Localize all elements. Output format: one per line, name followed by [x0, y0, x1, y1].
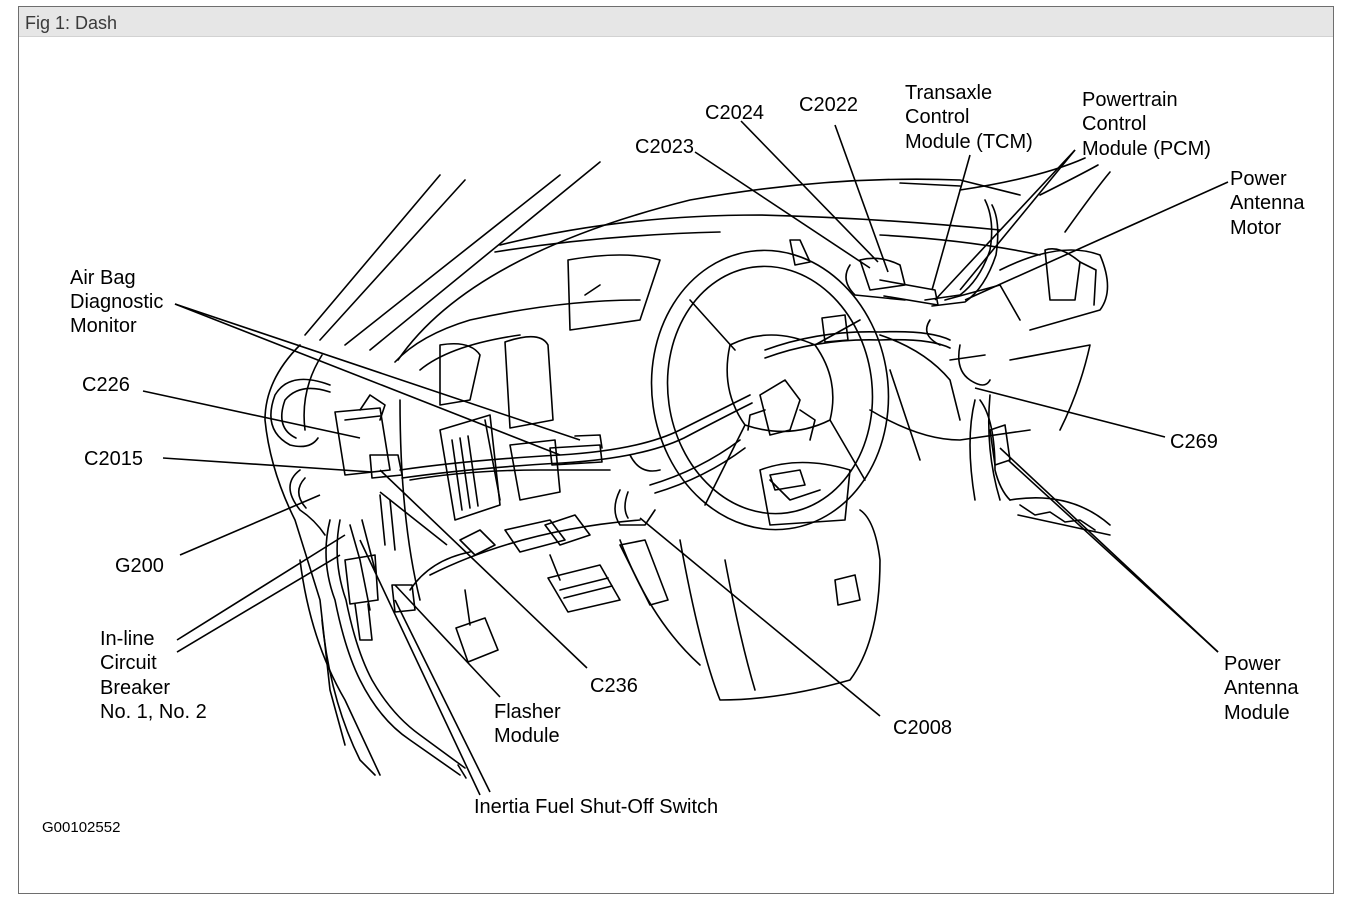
- label-antenna-module-line-3: Module: [1224, 702, 1290, 724]
- label-air-bag-line-1: Air Bag: [70, 267, 136, 289]
- label-c2024: C2024: [705, 102, 764, 124]
- label-c2015: C2015: [84, 448, 143, 470]
- label-pcm-line-3: Module (PCM): [1082, 138, 1211, 160]
- figure-frame: Fig 1: Dash: [18, 6, 1334, 894]
- label-c269: C269: [1170, 431, 1218, 453]
- label-antenna-motor-line-1: Power: [1230, 168, 1287, 190]
- label-c226: C226: [82, 374, 130, 396]
- label-flasher-line-1: Flasher: [494, 701, 561, 723]
- figure-caption: Fig 1: Dash: [25, 13, 118, 33]
- label-circuit-breaker-line-1: In-line: [100, 628, 154, 650]
- label-c2008: C2008: [893, 717, 952, 739]
- label-air-bag-line-2: Diagnostic: [70, 291, 163, 313]
- label-air-bag-line-3: Monitor: [70, 315, 137, 337]
- label-inertia-switch: Inertia Fuel Shut-Off Switch: [474, 796, 718, 818]
- label-tcm-line-3: Module (TCM): [905, 131, 1033, 153]
- label-tcm-line-1: Transaxle: [905, 82, 992, 104]
- caption-bar: Fig 1: Dash: [19, 7, 1333, 37]
- label-c2023: C2023: [635, 136, 694, 158]
- label-pcm-line-1: Powertrain: [1082, 89, 1178, 111]
- label-pcm-line-2: Control: [1082, 113, 1146, 135]
- label-c2022: C2022: [799, 94, 858, 116]
- label-g200: G200: [115, 555, 164, 577]
- label-circuit-breaker-line-4: No. 1, No. 2: [100, 701, 207, 723]
- label-antenna-module-line-1: Power: [1224, 653, 1281, 675]
- figure-code: G00102552: [42, 819, 120, 836]
- dashboard-drawing: [264, 157, 1111, 776]
- component-labels: Air Bag Diagnostic Monitor C226 C2015 G2…: [42, 82, 1305, 836]
- label-circuit-breaker-line-2: Circuit: [100, 652, 157, 674]
- label-circuit-breaker-line-3: Breaker: [100, 677, 170, 699]
- label-antenna-motor-line-3: Motor: [1230, 217, 1281, 239]
- label-antenna-motor-line-2: Antenna: [1230, 192, 1305, 214]
- label-antenna-module-line-2: Antenna: [1224, 677, 1299, 699]
- wiring-harness-drawing: [270, 199, 1021, 779]
- leader-lines: [142, 120, 1229, 796]
- label-flasher-line-2: Module: [494, 725, 560, 747]
- label-c236: C236: [590, 675, 638, 697]
- label-tcm-line-2: Control: [905, 106, 969, 128]
